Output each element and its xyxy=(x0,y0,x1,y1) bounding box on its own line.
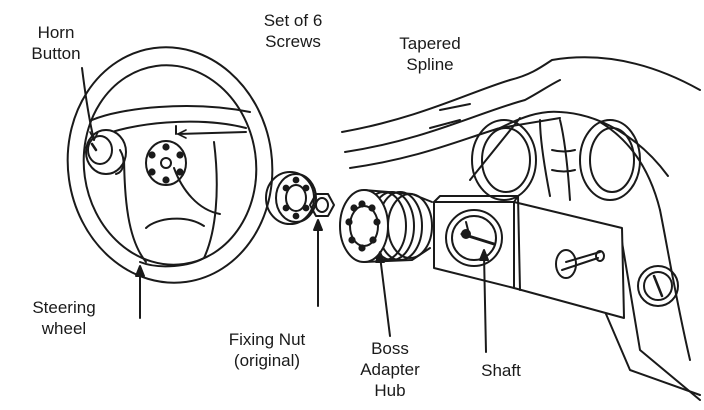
label-steering-wheel: Steering wheel xyxy=(18,297,110,339)
label-line: Hub xyxy=(374,381,406,400)
label-line: Boss xyxy=(371,339,409,358)
label-shaft: Shaft xyxy=(466,360,536,381)
label-line: Set of 6 xyxy=(263,11,323,30)
label-line: Horn xyxy=(37,23,75,42)
leader-lines xyxy=(81,67,489,353)
label-fixing-nut: Fixing Nut (original) xyxy=(212,329,322,371)
label-line: Tapered xyxy=(399,34,461,53)
label-line: Button xyxy=(31,44,81,63)
steering-wheel xyxy=(66,46,274,284)
label-tapered-spline: Tapered Spline xyxy=(380,33,480,75)
boss-adapter-hub xyxy=(339,189,433,263)
label-set-of-screws: Set of 6 Screws xyxy=(248,10,338,52)
label-line: Adapter xyxy=(360,360,420,379)
label-boss-adapter-hub: Boss Adapter Hub xyxy=(340,338,440,401)
gauge-left xyxy=(471,119,537,201)
ignition-stalk xyxy=(555,249,605,279)
steering-column xyxy=(433,195,625,319)
label-line: wheel xyxy=(41,319,87,338)
label-line: Steering xyxy=(32,298,96,317)
ignition-lock xyxy=(637,265,679,307)
horn-button xyxy=(85,129,127,175)
label-horn-button: Horn Button xyxy=(18,22,94,64)
label-line: Screws xyxy=(265,32,321,51)
gauge-right xyxy=(579,119,641,201)
adapter-ring xyxy=(265,171,317,225)
label-line: Shaft xyxy=(481,361,521,380)
label-line: Spline xyxy=(406,55,454,74)
label-line: Fixing Nut xyxy=(228,330,306,349)
label-line: (original) xyxy=(233,351,301,370)
